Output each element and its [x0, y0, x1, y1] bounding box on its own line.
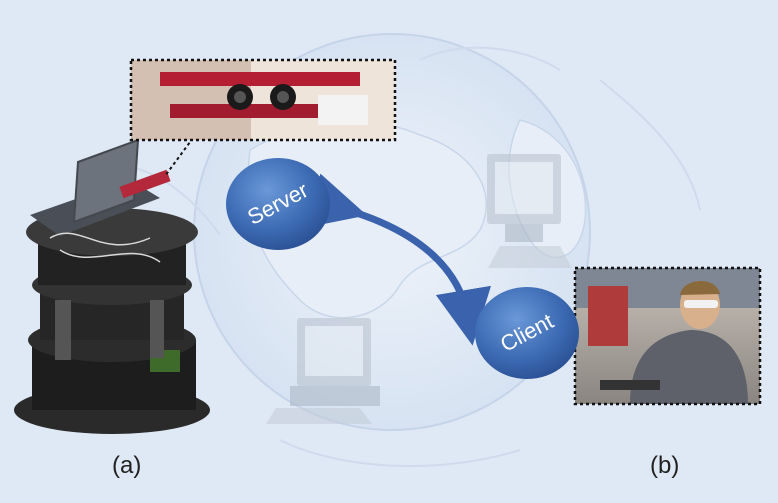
client-user-photo	[573, 266, 762, 406]
server-computer-icon	[487, 154, 572, 268]
caption-a: (a)	[112, 452, 142, 479]
communication-arrow	[305, 173, 491, 346]
inset-connector	[164, 137, 194, 177]
caption-b: (b)	[650, 452, 680, 479]
client-node: Client	[475, 287, 579, 379]
robot-photo	[14, 138, 210, 434]
server-node: Server	[226, 158, 330, 250]
stereo-camera-inset	[129, 58, 397, 142]
